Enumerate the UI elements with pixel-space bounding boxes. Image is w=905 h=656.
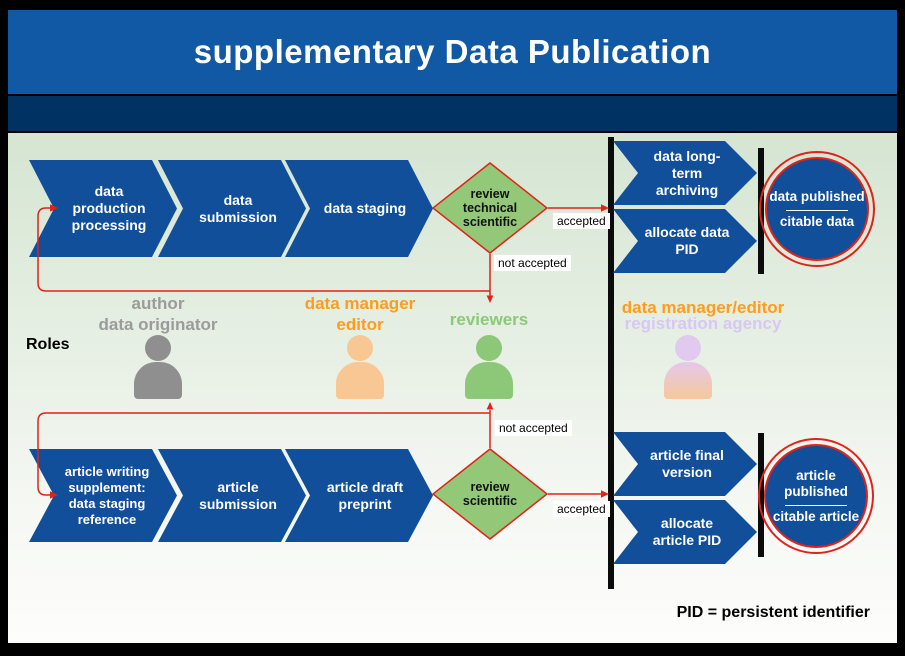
step-label: data staging <box>323 200 407 216</box>
step-label: article submission <box>199 478 277 512</box>
role-author-label: author data originator <box>83 293 233 335</box>
reviewers-person-icon <box>476 335 502 361</box>
step-label: article draft preprint <box>326 478 404 512</box>
role-line: data manager/editor <box>621 298 785 317</box>
header-band: supplementary Data Publication <box>8 10 897 94</box>
step-data-production: data production processing <box>29 160 177 257</box>
role-line: reviewers <box>449 310 529 329</box>
result-subtitle: citable data <box>779 213 855 229</box>
registration-person-icon <box>675 335 701 361</box>
step-label: article final version <box>650 447 724 480</box>
role-line: data manager <box>304 294 416 313</box>
author-person-icon <box>145 335 171 361</box>
step-label: article writing supplement: data staging… <box>64 463 150 527</box>
accepted-label-data: accepted <box>553 213 610 229</box>
step-data-staging: data staging <box>285 160 433 257</box>
not-accepted-label-data: not accepted <box>494 255 571 271</box>
not-accepted-label-article: not accepted <box>495 420 572 436</box>
result-title: data published <box>769 188 865 204</box>
review-label: review scientific <box>462 480 518 508</box>
divider-line <box>786 209 848 211</box>
step-label: data production processing <box>71 183 147 233</box>
step-label: allocate article PID <box>652 515 722 548</box>
separator-bar-main <box>608 137 614 589</box>
role-datamanager-label: data manager editor <box>285 293 435 335</box>
roles-heading: Roles <box>26 336 70 353</box>
page-title: supplementary Data Publication <box>193 33 712 70</box>
step-allocate-data-pid: allocate data PID <box>613 209 757 273</box>
role-line: editor <box>336 315 384 334</box>
datamanager-person-icon <box>347 335 373 361</box>
step-article-draft: article draft preprint <box>285 449 433 542</box>
review-technical-diamond: review technical scientific <box>432 162 548 254</box>
result-title: article published <box>784 467 848 499</box>
navy-subband <box>8 96 897 131</box>
accepted-label-article: accepted <box>553 501 610 517</box>
role-reviewers-label: reviewers <box>414 309 564 330</box>
step-article-final: article final version <box>613 432 757 496</box>
divider-line <box>785 504 847 506</box>
review-label: review technical scientific <box>462 187 518 229</box>
reviewers-person-icon <box>465 362 513 399</box>
result-subtitle: citable article <box>772 508 860 524</box>
role-line: registration agency <box>624 314 782 333</box>
data-published-circle: data published citable data <box>759 151 875 267</box>
arrowhead <box>486 295 494 303</box>
step-label: allocate data PID <box>644 224 730 257</box>
author-person-icon <box>134 362 182 399</box>
step-allocate-article-pid: allocate article PID <box>613 500 757 564</box>
registration-person-icon <box>664 362 712 399</box>
role-registration-label: data manager/editor registration agency <box>617 298 789 333</box>
step-data-submission: data submission <box>158 160 306 257</box>
pid-footnote: PID = persistent identifier <box>676 604 870 621</box>
arrowhead <box>486 402 494 410</box>
step-longterm-archiving: data long-term archiving <box>613 141 757 205</box>
diagram-canvas: data production processing data submissi… <box>8 133 897 643</box>
role-line: author <box>131 294 185 313</box>
step-label: data submission <box>199 191 277 225</box>
article-published-circle: article published citable article <box>758 438 874 554</box>
datamanager-person-icon <box>336 362 384 399</box>
review-scientific-diamond: review scientific <box>432 448 548 540</box>
step-label: data long-term archiving <box>653 147 721 198</box>
role-line: data originator <box>98 315 218 334</box>
step-article-writing: article writing supplement: data staging… <box>29 449 177 542</box>
step-article-submission: article submission <box>158 449 306 542</box>
